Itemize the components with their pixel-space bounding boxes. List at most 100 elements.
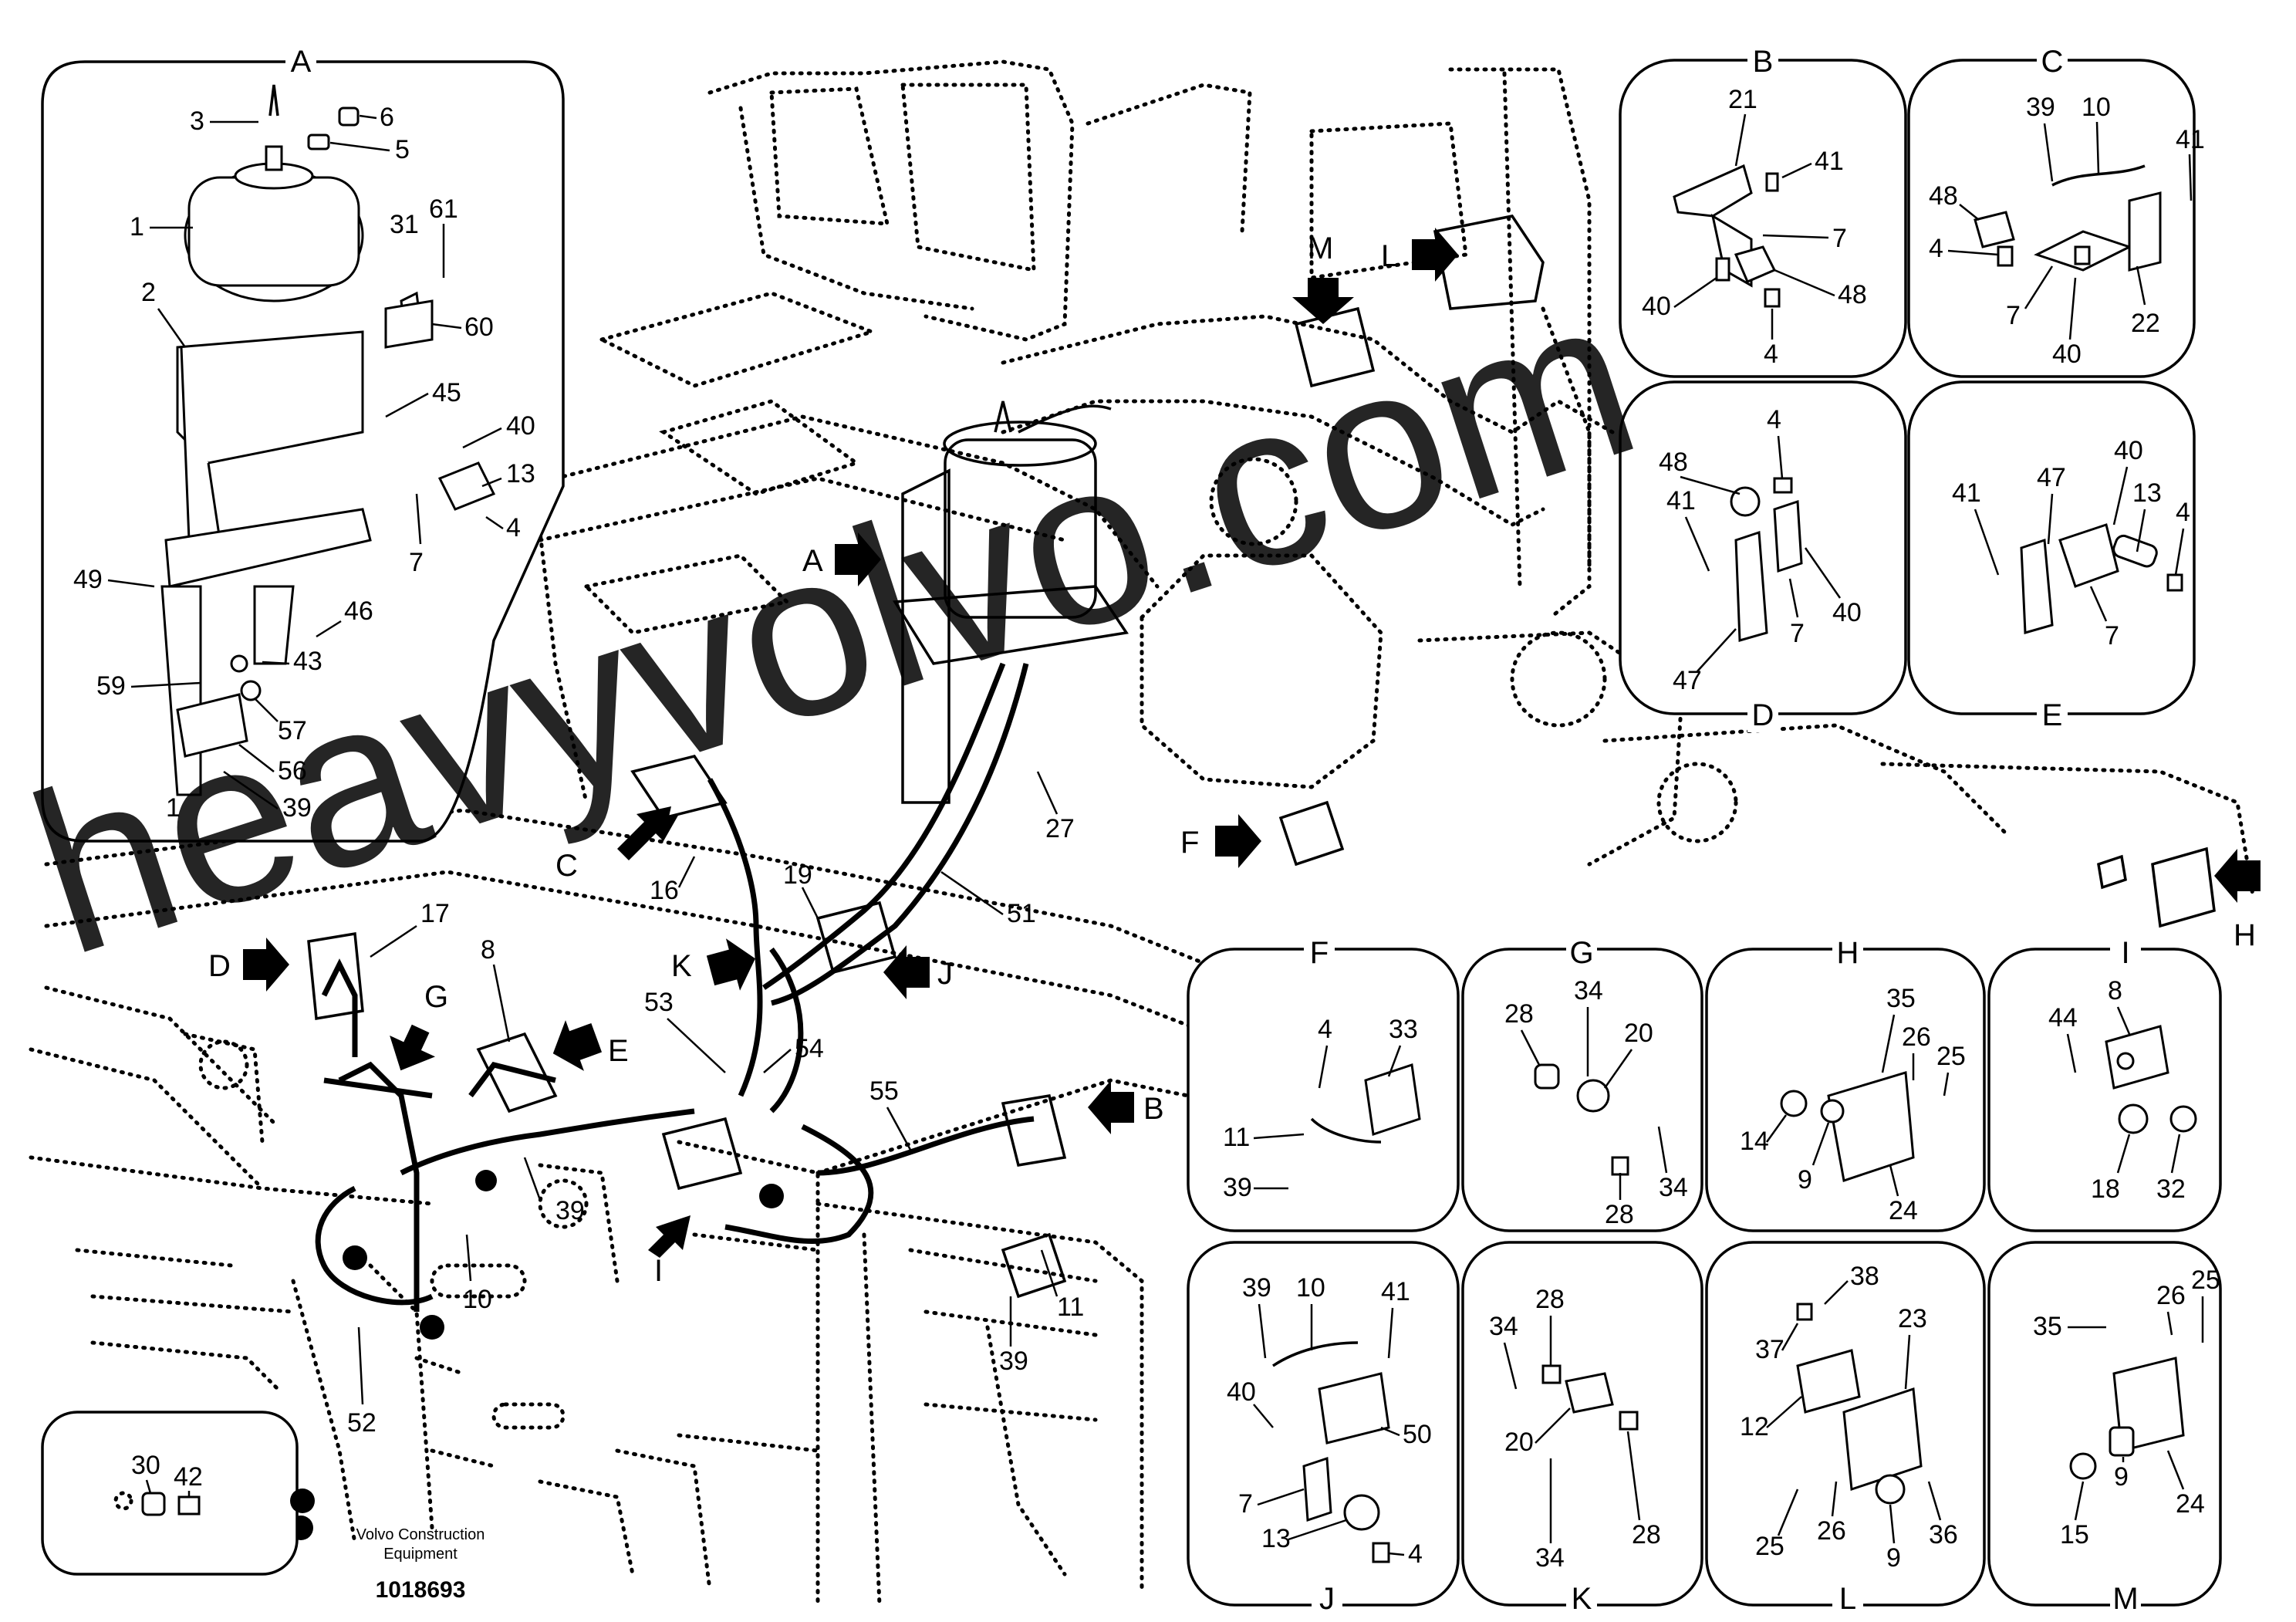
callout: 23 (1898, 1304, 1927, 1333)
arrow-label-d: D (208, 949, 231, 983)
callout: 4 (1318, 1015, 1332, 1044)
callout: 7 (1790, 619, 1805, 648)
callout: 12 (1740, 1412, 1769, 1441)
callout: 48 (1659, 448, 1688, 477)
detail-view-f: F 4 33 11 39 (1187, 936, 1460, 1232)
detail-view-h: H 35 26 25 14 9 24 (1705, 936, 1986, 1232)
callout: 35 (1886, 984, 1916, 1013)
callout: 61 (429, 194, 458, 224)
view-letter-h: H (1837, 936, 1859, 970)
callout: 56 (278, 756, 307, 786)
callout: 34 (1535, 1543, 1565, 1573)
callout: 39 (282, 793, 312, 823)
callout: 42 (174, 1462, 203, 1492)
callout: 11 (1057, 1293, 1084, 1322)
callout: 9 (1886, 1543, 1901, 1573)
detail-view-e: E 40 41 47 13 4 7 (1907, 380, 2196, 732)
callout: 41 (2176, 125, 2205, 154)
callout: 36 (1929, 1520, 1958, 1549)
callout: 46 (344, 596, 373, 626)
callout: 34 (1489, 1312, 1518, 1341)
detail-bottom-left: 30 42 (41, 1411, 299, 1576)
callout: 9 (1798, 1165, 1812, 1195)
callout: 49 (73, 565, 103, 594)
callout: 34 (1659, 1173, 1688, 1202)
callout: 9 (2114, 1462, 2129, 1492)
arrow-label-l: L (1381, 239, 1398, 273)
view-arrows: A C D G E K J I B F H L M (208, 228, 2261, 1288)
drawing-number: 1018693 (376, 1577, 466, 1603)
callout: 26 (1902, 1022, 1931, 1052)
callout: 41 (1666, 486, 1696, 515)
callout: 4 (1408, 1539, 1423, 1569)
callout: 3 (190, 106, 204, 136)
callout: 20 (1504, 1428, 1534, 1457)
view-letter-a: A (291, 45, 312, 79)
view-letter-c: C (2041, 45, 2064, 79)
callout: 39 (999, 1347, 1028, 1376)
detail-view-c: C 39 10 41 48 4 7 40 22 (1907, 45, 2205, 378)
callout: 18 (2091, 1174, 2120, 1204)
callout: 52 (347, 1408, 376, 1438)
callout: 1 (166, 793, 181, 823)
callout: 7 (1832, 224, 1847, 253)
callout: 7 (2006, 301, 2021, 330)
callout: 40 (1832, 598, 1862, 627)
callout: 1 (130, 212, 144, 242)
reference-dot (290, 1489, 315, 1513)
callout: 28 (1535, 1285, 1565, 1314)
callout: 28 (1632, 1520, 1661, 1549)
callout: 26 (1817, 1516, 1846, 1546)
callout: 22 (2131, 309, 2160, 338)
callout: 59 (96, 671, 126, 701)
detail-view-i: I 44 8 18 32 (1987, 936, 2222, 1232)
callout: 13 (1261, 1524, 1291, 1553)
callout: 43 (293, 647, 322, 676)
callout: 41 (1952, 478, 1981, 508)
view-letter-m: M (2112, 1582, 2138, 1616)
callout: 5 (395, 135, 410, 164)
callout: 48 (1929, 181, 1958, 211)
callout: 15 (2060, 1520, 2089, 1549)
callout: 48 (1838, 280, 1867, 309)
callout: 53 (644, 988, 674, 1017)
view-letter-e: E (2042, 698, 2063, 732)
arrow-label-a: A (802, 544, 823, 578)
callout: 14 (1740, 1127, 1769, 1156)
arrow-label-f: F (1180, 826, 1199, 860)
callout: 11 (1223, 1123, 1250, 1152)
callout: 25 (2191, 1265, 2220, 1295)
callout: 40 (1227, 1377, 1256, 1407)
callout: 40 (506, 411, 535, 441)
callout: 41 (1815, 147, 1844, 176)
callout: 2 (141, 278, 156, 307)
callout: 7 (2105, 621, 2119, 650)
callout: 28 (1605, 1200, 1634, 1229)
callout: 30 (131, 1451, 160, 1480)
callout: 8 (2108, 976, 2122, 1005)
detail-view-j: J 39 10 41 40 50 7 13 4 (1187, 1241, 1460, 1616)
callout: 4 (1764, 340, 1778, 369)
detail-view-b: B 21 41 7 40 48 4 (1619, 45, 1907, 378)
view-letter-j: J (1319, 1582, 1335, 1616)
callout: 4 (506, 513, 521, 542)
detail-view-a: A (41, 45, 565, 843)
callout: 21 (1728, 85, 1757, 114)
view-letter-k: K (1572, 1582, 1592, 1616)
callout: 10 (1296, 1273, 1325, 1303)
callout: 40 (2052, 340, 2082, 369)
view-letter-i: I (2121, 936, 2129, 970)
callout: 39 (2026, 93, 2055, 122)
callout: 44 (2048, 1003, 2078, 1032)
callout: 26 (2156, 1281, 2186, 1310)
callout: 28 (1504, 999, 1534, 1029)
callout: 34 (1574, 976, 1603, 1005)
callout: 7 (1238, 1489, 1253, 1519)
callout: 50 (1403, 1420, 1432, 1449)
company-line-1: Volvo Construction (356, 1526, 485, 1543)
callout: 13 (2132, 478, 2162, 508)
callout: 39 (555, 1196, 585, 1225)
callout: 40 (2114, 436, 2143, 465)
callout: 40 (1642, 292, 1671, 321)
callout: 45 (432, 378, 461, 407)
